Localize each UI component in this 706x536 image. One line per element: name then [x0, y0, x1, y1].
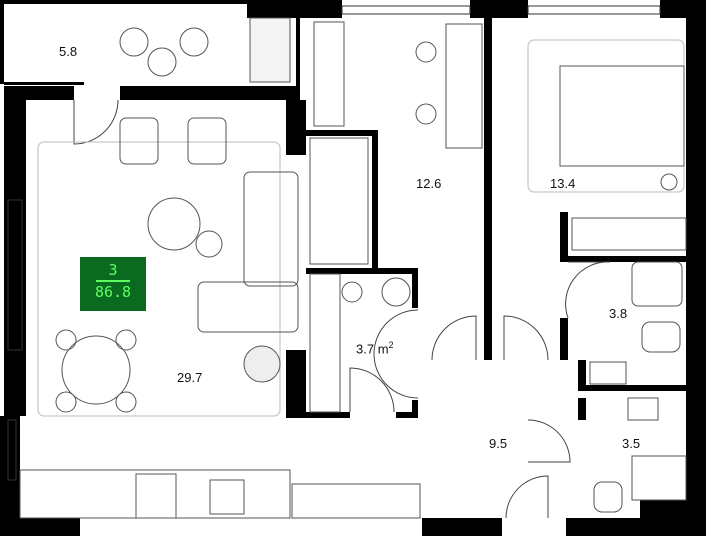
doors — [73, 99, 611, 519]
bathroom-area-label: 3.8 — [609, 306, 628, 321]
shower-area-label: 3.5 — [622, 436, 641, 451]
balcony-area-label: 5.8 — [59, 44, 78, 59]
apartment-summary-badge: 3 86.8 — [80, 257, 146, 311]
utility-area-value: 3.7 — [356, 341, 375, 357]
utility-area-sup: 2 — [388, 340, 394, 350]
hall-area-label: 9.5 — [489, 436, 508, 451]
living-area-label: 29.7 — [177, 370, 203, 385]
room-count: 3 — [108, 261, 118, 279]
bedroom-area-label: 13.4 — [550, 176, 576, 191]
study-area-label: 12.6 — [416, 176, 442, 191]
windows — [7, 5, 661, 481]
utility-area-label: 3.7 m2 — [356, 340, 394, 356]
furniture — [19, 17, 687, 519]
total-area: 86.8 — [94, 283, 132, 301]
utility-area-unit: m — [377, 341, 389, 357]
badge-divider — [96, 280, 130, 282]
